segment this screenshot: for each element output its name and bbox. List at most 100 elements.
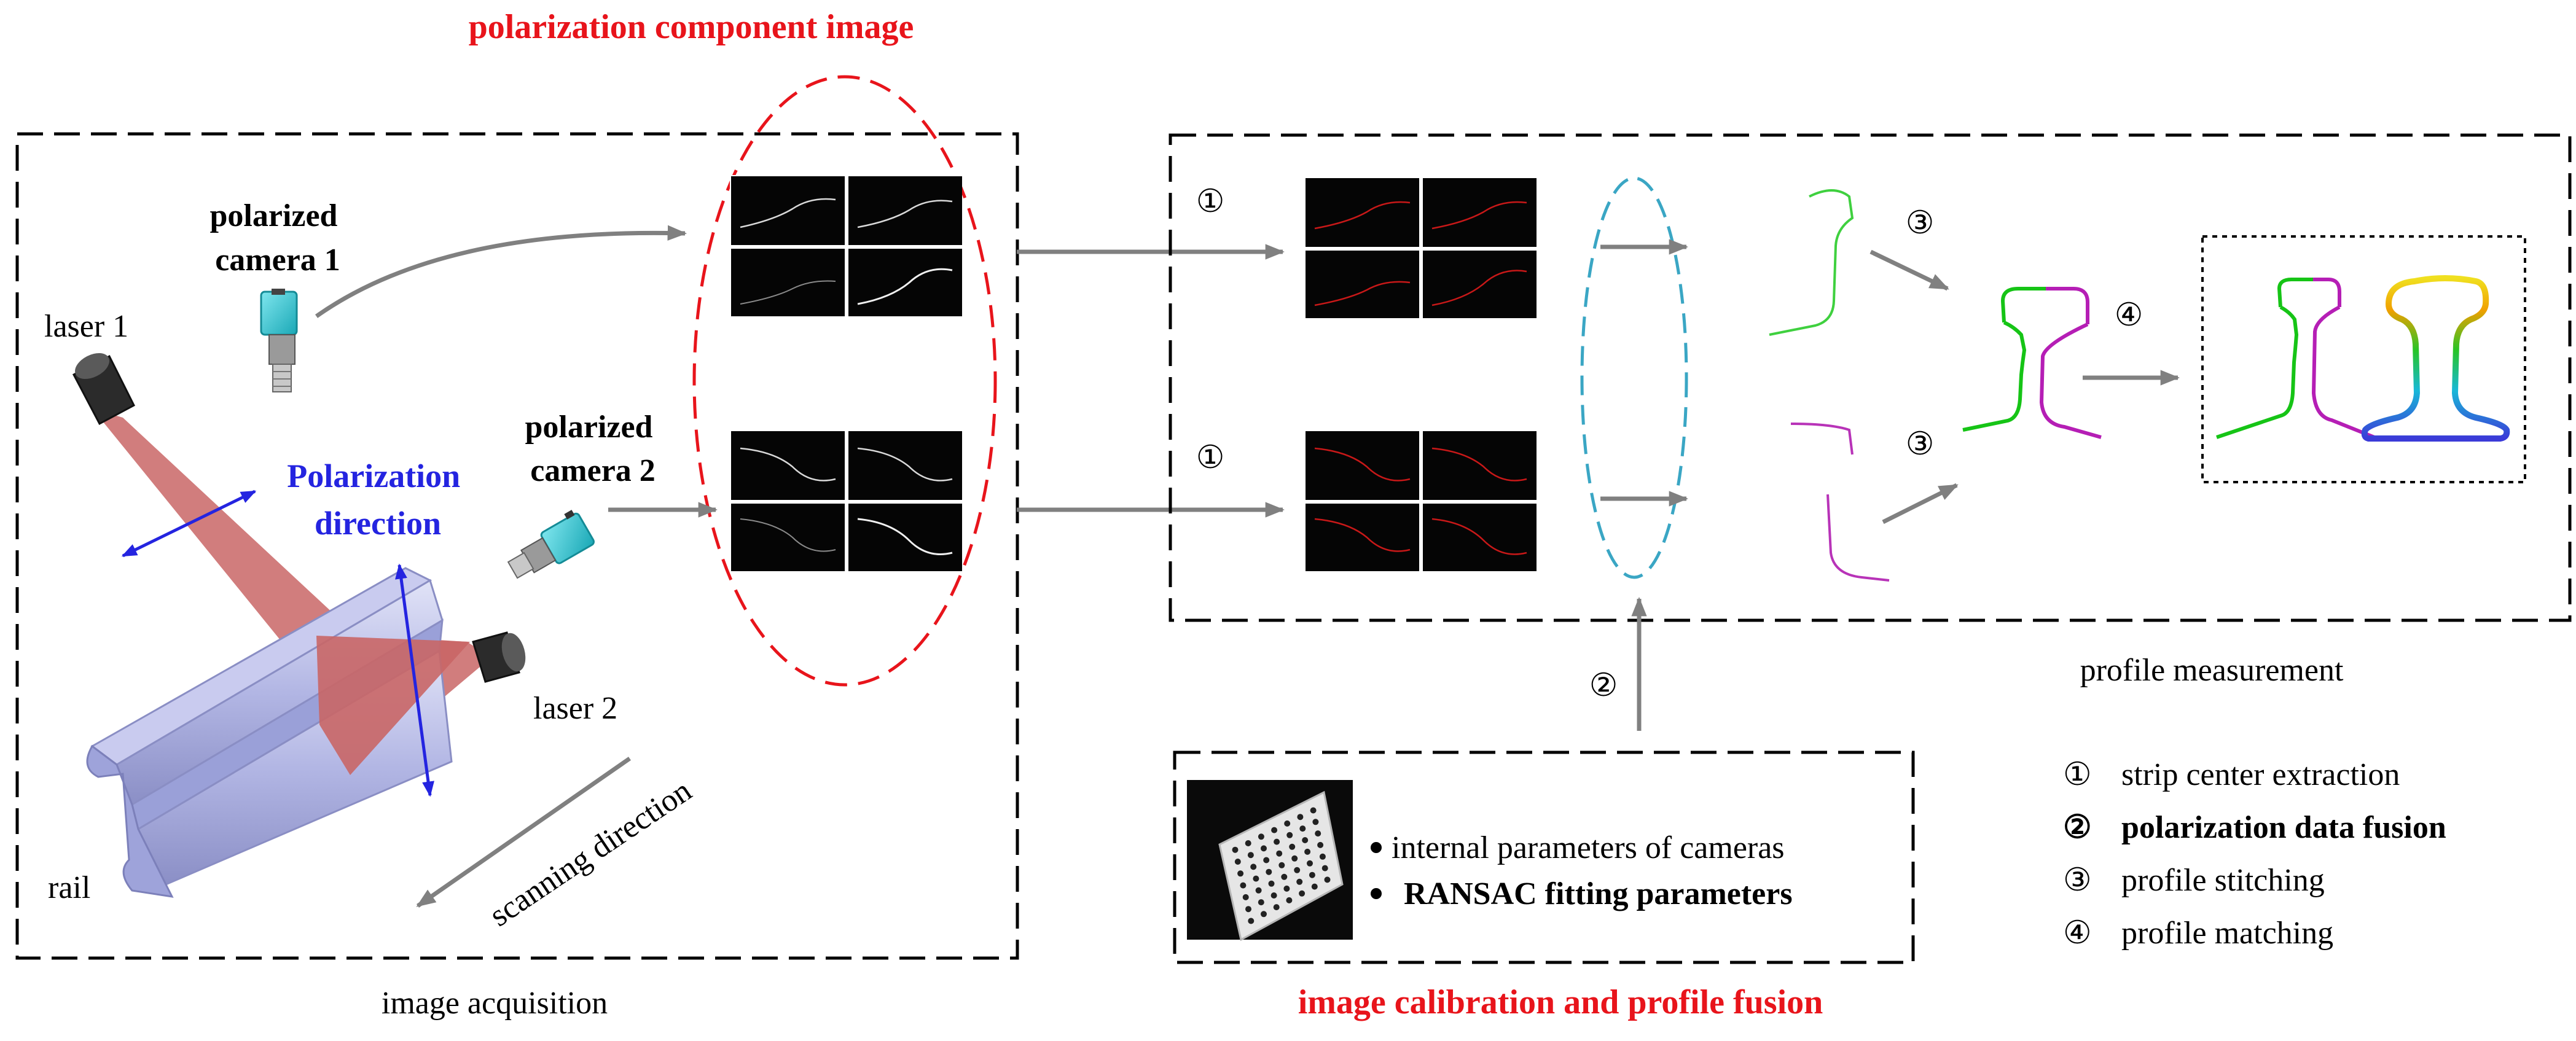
rail-label: rail: [48, 870, 90, 905]
camera-1-arrow: [315, 225, 687, 318]
calibration-dot: [1307, 860, 1313, 867]
camera-1-label-line1: polarized: [210, 198, 338, 233]
laser-1-label: laser 1: [44, 309, 128, 344]
calibration-bullet-1: [1371, 842, 1382, 853]
legend-text-1: strip center extraction: [2121, 757, 2400, 792]
legend-text-2: polarization data fusion: [2121, 810, 2446, 845]
calibration-dot: [1299, 825, 1306, 832]
reference-rail-profile: [2361, 275, 2510, 442]
calibration-dot: [1237, 870, 1244, 877]
calibration-dot: [1245, 906, 1251, 913]
step-3-mark-top: ③: [1906, 206, 1935, 241]
partial-profile-green: [1769, 189, 1854, 336]
calibration-dot: [1276, 850, 1283, 857]
calibration-dot: [1321, 865, 1328, 871]
stitching-arrow-top: [1869, 249, 1949, 291]
camera-2-icon: [507, 510, 595, 579]
calibration-dot: [1270, 892, 1277, 899]
camera-1-label: polarized camera 1: [210, 198, 346, 278]
acquisition-box: [15, 132, 1019, 960]
legend-mark-4: ④: [2063, 916, 2092, 951]
calibration-dot: [1315, 830, 1321, 837]
legend: ① strip center extraction ② polarization…: [2063, 757, 2446, 951]
laser-icon: [72, 353, 135, 426]
fusion-ellipse: [1580, 176, 1688, 579]
calibration-box: [1173, 751, 1915, 964]
component-image-grid-camera-2: [730, 430, 962, 571]
strip-image-grid-camera-1: [1304, 177, 1537, 318]
laser-2-label: laser 2: [533, 691, 617, 726]
calibration-dot: [1234, 859, 1241, 865]
calibration-dot: [1271, 827, 1278, 833]
calibration-dot: [1263, 857, 1270, 864]
calibration-dot: [1294, 867, 1301, 873]
calibration-dot: [1284, 820, 1291, 827]
step-2-mark: ②: [1589, 668, 1618, 703]
polarization-direction-line1: Polarization: [287, 458, 460, 494]
calibration-dot: [1291, 855, 1298, 862]
calibration-dot: [1299, 890, 1306, 897]
component-image-ellipse: [692, 75, 997, 687]
profile-matching-box: [2201, 235, 2526, 483]
step-4-mark: ④: [2115, 298, 2143, 333]
calibration-dot: [1255, 887, 1262, 894]
camera-1-label-line2: camera 1: [215, 243, 340, 278]
calibration-dot: [1289, 843, 1296, 850]
component-image-title: polarization component image: [469, 8, 914, 46]
component-image-grid-camera-1: [730, 175, 962, 316]
matched-measured-profile: [2216, 278, 2376, 439]
polarization-direction-line2: direction: [315, 505, 441, 542]
calibration-dot: [1324, 876, 1331, 883]
legend-text-3: profile stitching: [2121, 863, 2325, 898]
calibration-dot: [1317, 841, 1324, 848]
polarization-arrow-horizontal: [121, 489, 257, 558]
calibration-dot: [1296, 878, 1303, 885]
calibration-dot: [1253, 875, 1259, 882]
calibration-dot: [1311, 883, 1318, 890]
profile-measurement-label: profile measurement: [2080, 653, 2344, 688]
scanning-direction-arrow: [416, 757, 631, 908]
profile-measurement-box: [1169, 133, 2572, 622]
step-1-mark-bottom: ①: [1196, 440, 1225, 475]
calibration-dot: [1312, 819, 1319, 825]
calibration-item-2: RANSAC fitting parameters: [1404, 876, 1793, 911]
calibration-dot: [1240, 882, 1247, 889]
calibration-dot: [1232, 846, 1239, 853]
calibration-dot: [1247, 852, 1254, 859]
calibration-dot: [1242, 894, 1249, 900]
calibration-dot: [1278, 862, 1285, 868]
polarization-direction-label: Polarization direction: [287, 458, 468, 542]
image-acquisition-label: image acquisition: [382, 986, 608, 1021]
calibration-dot: [1248, 918, 1255, 924]
legend-mark-2: ②: [2063, 810, 2092, 845]
calibration-bullet-2: [1371, 888, 1382, 899]
camera-2-label-line2: camera 2: [530, 453, 656, 488]
calibration-title: image calibration and profile fusion: [1298, 983, 1823, 1021]
calibration-item-1: internal parameters of cameras: [1392, 830, 1785, 865]
calibration-dot: [1258, 899, 1264, 906]
calibration-dot: [1297, 814, 1304, 821]
calibration-dot: [1302, 837, 1309, 843]
calibration-dot: [1274, 838, 1280, 845]
calibration-dot: [1310, 807, 1317, 814]
camera-2-label-line1: polarized: [525, 410, 653, 445]
calibration-dot: [1273, 904, 1280, 911]
stitched-profile: [1962, 287, 2102, 439]
calibration-dot: [1266, 868, 1272, 875]
calibration-dot: [1286, 832, 1293, 838]
scanning-direction-label: scanning direction: [483, 773, 698, 934]
calibration-dot: [1309, 871, 1315, 878]
calibration-dot: [1304, 848, 1311, 855]
legend-text-4: profile matching: [2121, 916, 2333, 951]
camera-icon: [260, 289, 298, 392]
checkerboard-icon: [1187, 780, 1353, 942]
step-1-mark-top: ①: [1196, 184, 1225, 219]
step-3-mark-bottom: ③: [1906, 427, 1935, 462]
calibration-dot: [1261, 911, 1267, 918]
calibration-dot: [1268, 880, 1275, 887]
calibration-dot: [1258, 833, 1264, 840]
polarization-arrow-vertical: [395, 563, 434, 797]
calibration-dot: [1250, 864, 1257, 870]
calibration-dot: [1319, 853, 1326, 860]
